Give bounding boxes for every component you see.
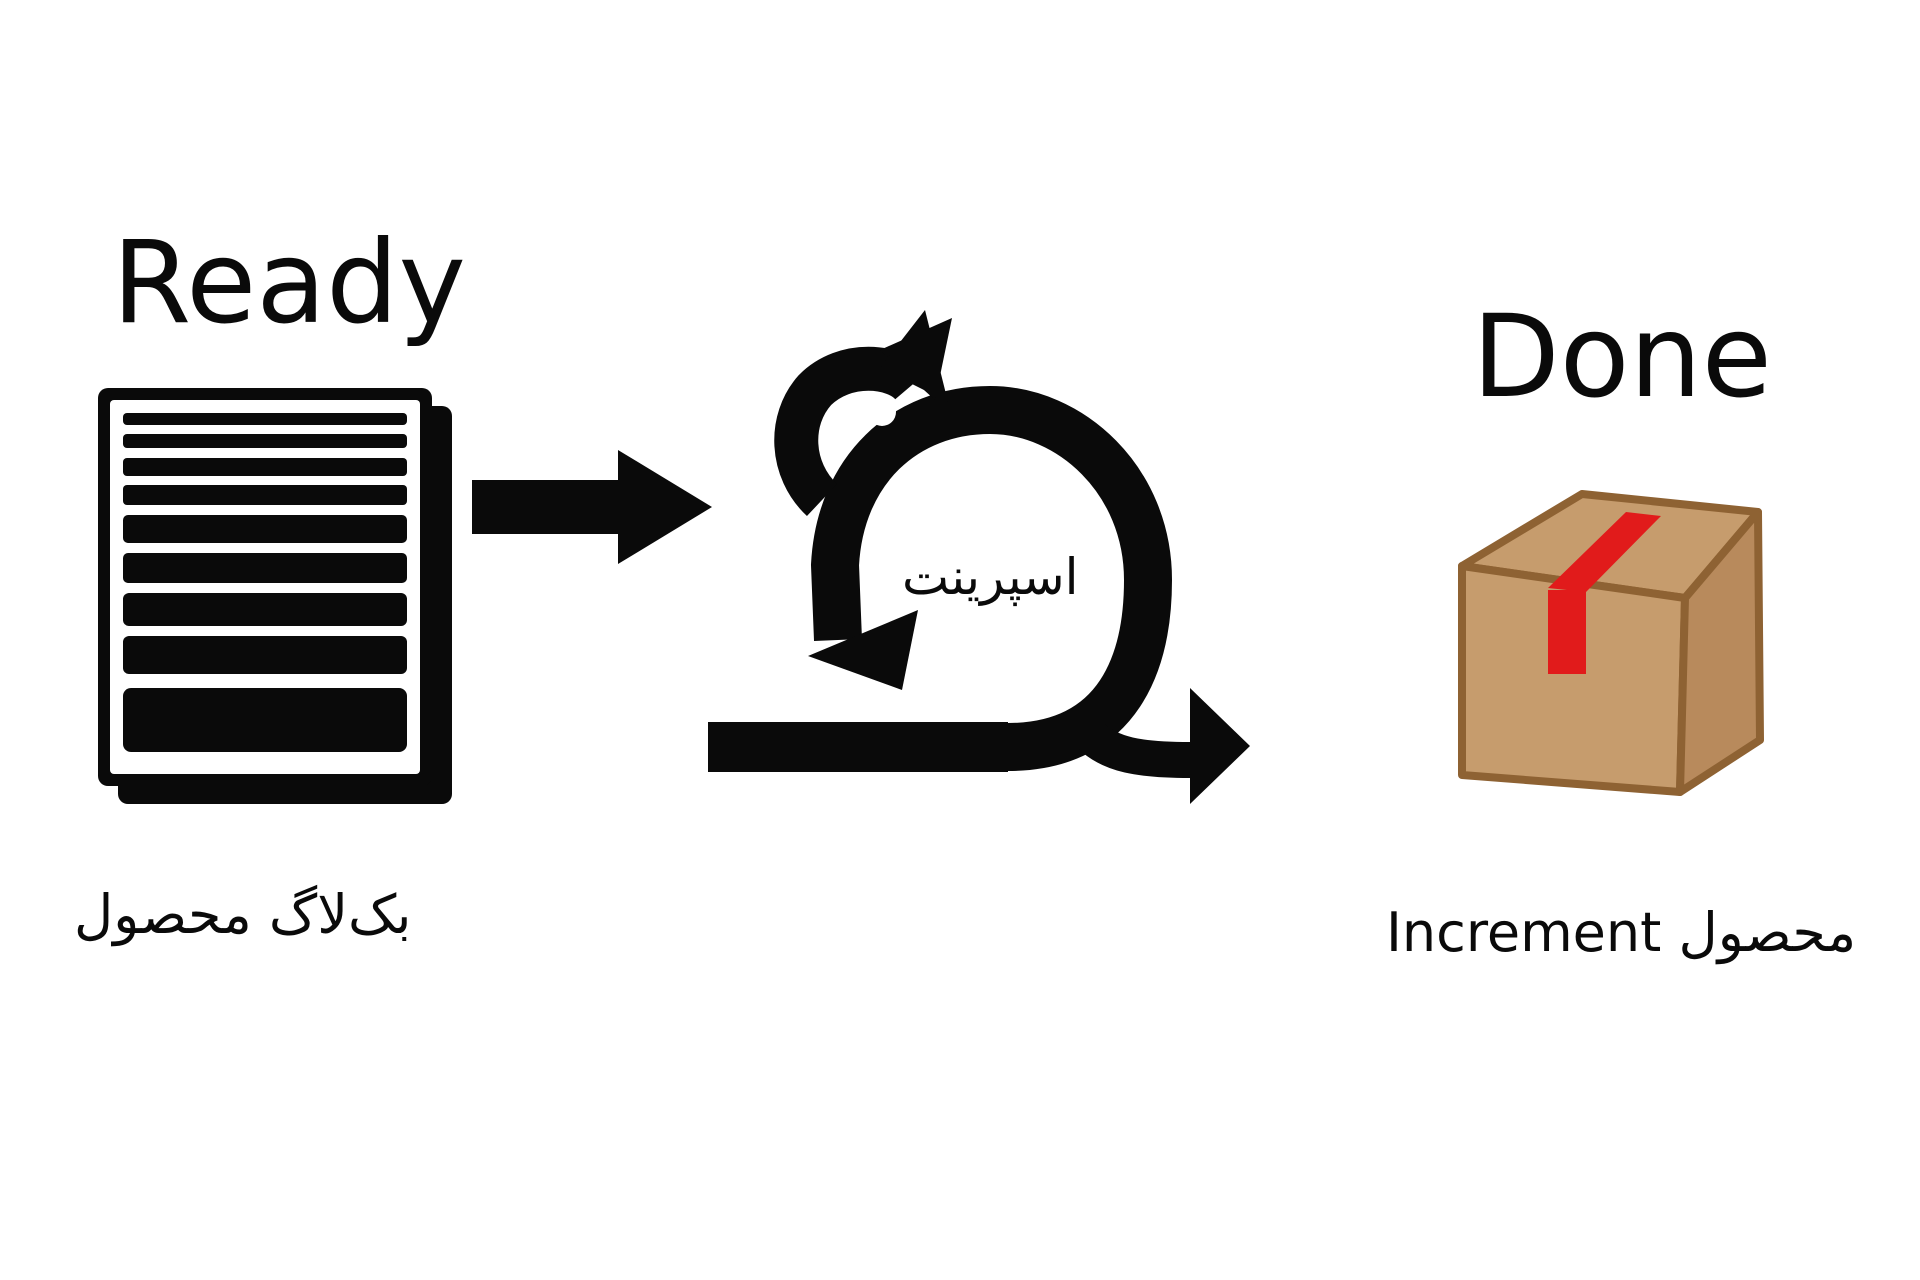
product-increment-label: Increment محصول (1386, 901, 1857, 964)
product-backlog-label: بک‌لاگ محصول (74, 883, 412, 946)
sprint-loop-icon (708, 310, 1250, 804)
sprint-label: اسپرینت (902, 548, 1079, 606)
tape-strip (1548, 512, 1661, 674)
document-list-icon (98, 388, 452, 804)
ready-heading: Ready (112, 216, 466, 349)
arrow-right-icon (472, 450, 712, 564)
done-heading: Done (1472, 290, 1772, 423)
